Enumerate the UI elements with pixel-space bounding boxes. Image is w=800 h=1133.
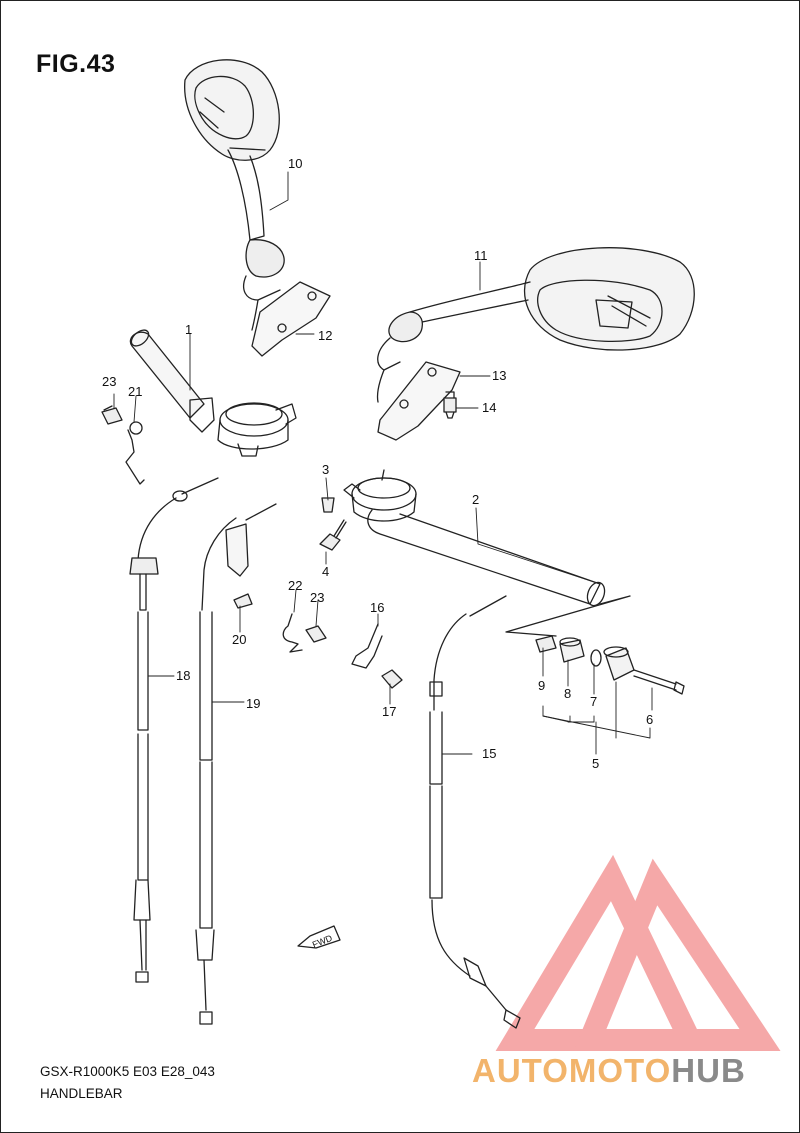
wire-clamp-21 — [125, 421, 145, 485]
screw-3 — [321, 497, 335, 513]
balancer-weight — [603, 646, 635, 681]
callout-9: 9 — [538, 678, 545, 693]
callout-labels: 10 11 12 13 14 1 23 21 3 2 4 22 23 16 20… — [102, 156, 653, 950]
clamp-16 — [351, 623, 383, 669]
callout-3: 3 — [322, 462, 329, 477]
callout-18: 18 — [176, 668, 190, 683]
clamp-22 — [282, 613, 303, 653]
callout-14: 14 — [482, 400, 496, 415]
watermark-text-hub: HUB — [671, 1052, 746, 1089]
callout-6: 6 — [646, 712, 653, 727]
watermark-text-main: AUTOMOTO — [472, 1052, 672, 1089]
washer-7 — [590, 649, 602, 667]
callout-5: 5 — [592, 756, 599, 771]
watermark-text: AUTOMOTOHUB — [472, 1052, 746, 1090]
mirror-bracket-right — [377, 361, 461, 441]
callout-19: 19 — [246, 696, 260, 711]
section-name: HANDLEBAR — [40, 1086, 123, 1101]
callout-11: 11 — [474, 248, 488, 263]
fwd-arrow — [297, 925, 341, 949]
callout-22: 22 — [288, 578, 302, 593]
callout-20: 20 — [232, 632, 246, 647]
figure-title: FIG.43 — [36, 50, 116, 78]
callout-21: 21 — [128, 384, 142, 399]
bolt-4 — [319, 519, 347, 551]
callout-16: 16 — [370, 600, 384, 615]
bolt-14 — [443, 391, 457, 419]
callout-4: 4 — [322, 564, 329, 579]
callout-12: 12 — [318, 328, 332, 343]
watermark-logo — [495, 854, 781, 1051]
callout-13: 13 — [492, 368, 506, 383]
handlebar-right — [343, 469, 631, 637]
callout-23-mid: 23 — [310, 590, 324, 605]
callout-2: 2 — [472, 492, 479, 507]
callout-10: 10 — [288, 156, 302, 171]
screw-6 — [633, 669, 685, 695]
screw-20 — [233, 593, 253, 609]
screw-23-left — [101, 405, 123, 425]
clutch-cable-15 — [429, 595, 521, 1029]
throttle-cable-19 — [195, 503, 277, 1025]
screw-17 — [381, 669, 403, 689]
callout-15: 15 — [482, 746, 496, 761]
model-code: GSX-R1000K5 E03 E28_043 — [40, 1064, 215, 1079]
balancer-9 — [535, 635, 557, 653]
mirror-bracket-left — [251, 281, 331, 357]
balancer-8 — [559, 637, 585, 663]
callout-23-left: 23 — [102, 374, 116, 389]
throttle-cable-18 — [129, 477, 219, 983]
callout-1: 1 — [185, 322, 192, 337]
callout-8: 8 — [564, 686, 571, 701]
leader-lines — [113, 171, 653, 755]
handlebar-left — [129, 329, 297, 457]
callout-7: 7 — [590, 694, 597, 709]
mirror-right — [376, 247, 695, 403]
callout-17: 17 — [382, 704, 396, 719]
mirror-left — [184, 59, 285, 331]
screw-23-mid — [305, 625, 327, 643]
